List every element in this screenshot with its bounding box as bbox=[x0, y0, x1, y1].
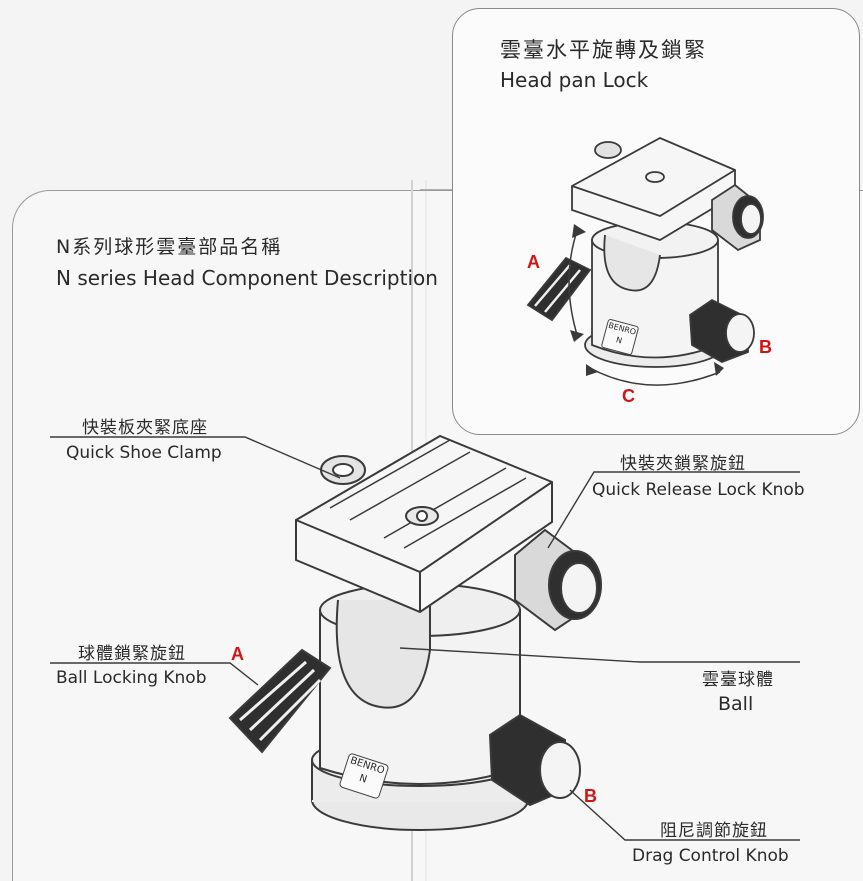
ball-locking-knob-label-en: Ball Locking Knob bbox=[56, 668, 207, 688]
quick-shoe-clamp-label-en: Quick Shoe Clamp bbox=[66, 443, 222, 463]
inset-marker-c: C bbox=[622, 386, 635, 406]
page-title-en: N series Head Component Description bbox=[56, 266, 438, 290]
quick-shoe-clamp-label-zh: 快裝板夾緊底座 bbox=[82, 418, 208, 438]
ball-locking-knob-label-zh: 球體鎖緊旋鈕 bbox=[78, 644, 186, 664]
quick-release-lock-knob-label-en: Quick Release Lock Knob bbox=[592, 480, 805, 500]
page-title-zh: N系列球形雲臺部品名稱 bbox=[56, 236, 283, 258]
inset-marker-a: A bbox=[527, 252, 540, 272]
inset-title-en: Head pan Lock bbox=[500, 68, 649, 92]
drag-control-knob-label-en: Drag Control Knob bbox=[632, 846, 789, 866]
ball-label-en: Ball bbox=[718, 693, 754, 715]
quick-release-lock-knob-label-zh: 快裝夾鎖緊旋鈕 bbox=[620, 454, 746, 474]
inset-marker-b: B bbox=[759, 337, 772, 357]
inset-title-zh: 雲臺水平旋轉及鎖緊 bbox=[500, 38, 707, 62]
drag-control-knob-label-zh: 阻尼調節旋鈕 bbox=[660, 821, 768, 841]
main-marker-a: A bbox=[231, 644, 244, 664]
ball-label-zh: 雲臺球體 bbox=[702, 670, 774, 690]
main-marker-b: B bbox=[584, 786, 597, 806]
